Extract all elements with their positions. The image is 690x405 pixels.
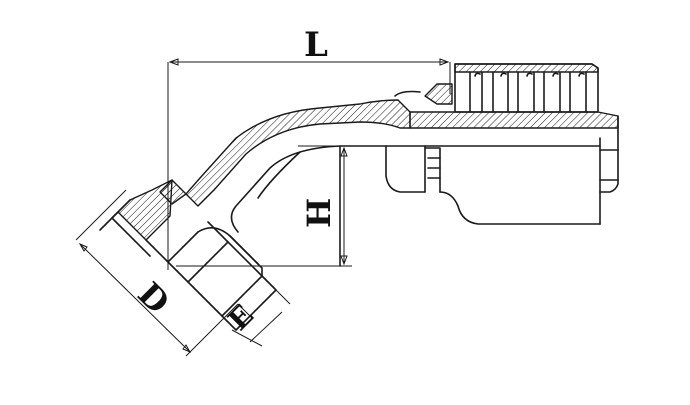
hose-insert <box>339 83 619 225</box>
bent-body <box>185 99 411 267</box>
label-E: E <box>222 299 260 337</box>
label-D: D <box>130 275 176 321</box>
dimension-E: E <box>222 289 291 347</box>
dimension-H: H <box>176 145 352 267</box>
flange-nut <box>99 179 277 331</box>
label-H: H <box>300 198 338 228</box>
ferrule <box>454 63 599 113</box>
label-L: L <box>304 25 328 65</box>
dimension-L: L <box>167 25 451 270</box>
